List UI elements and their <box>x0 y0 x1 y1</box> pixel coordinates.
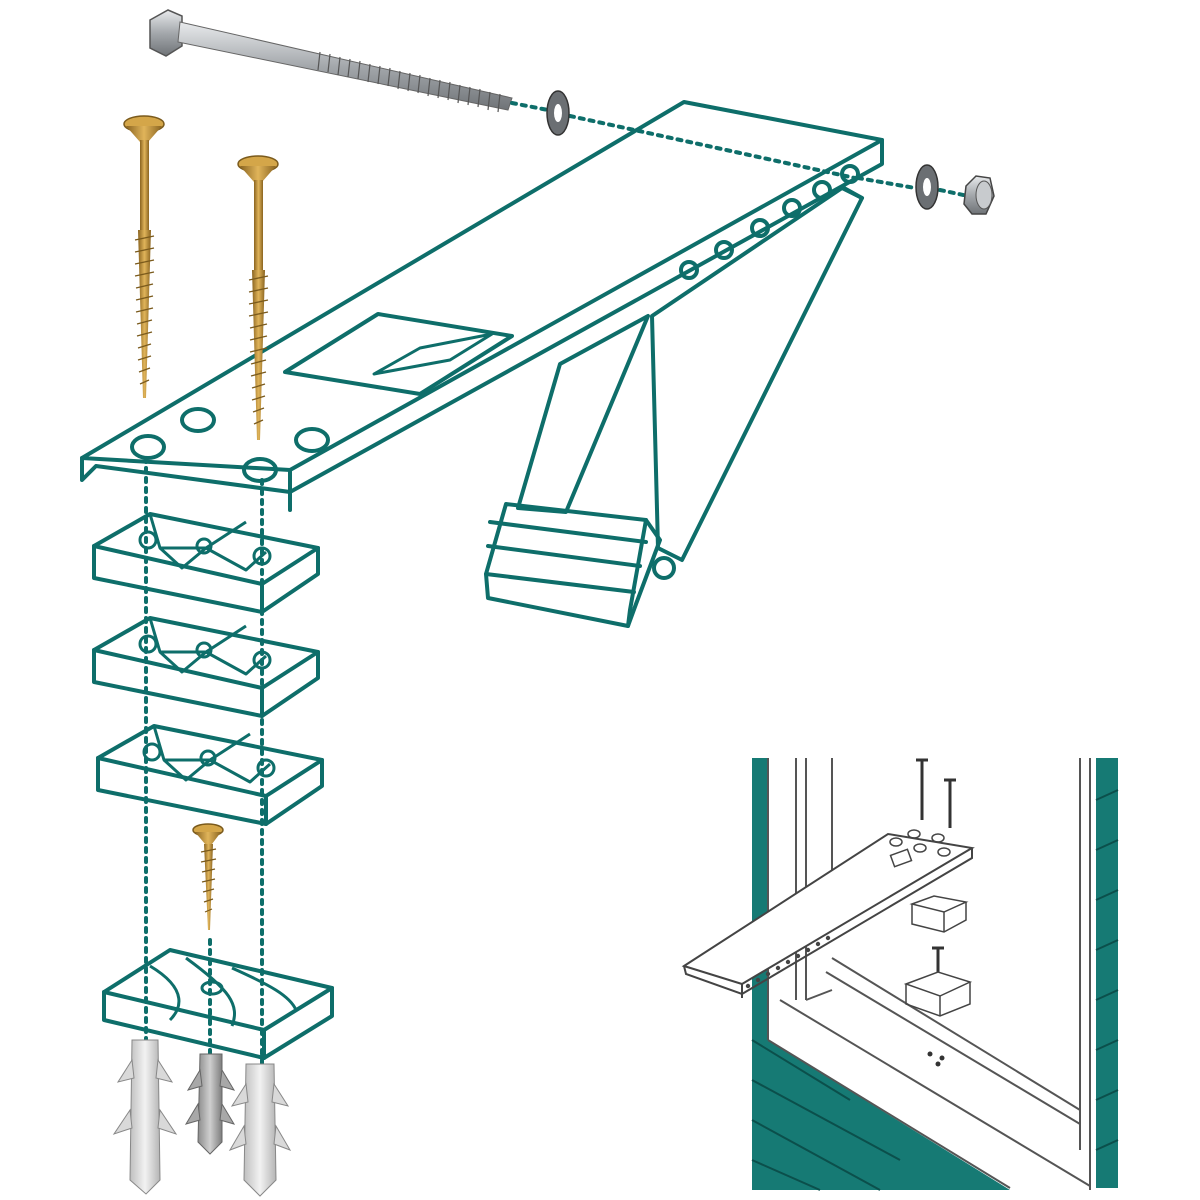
bolt-thread <box>317 51 501 113</box>
mounting-hole <box>180 407 216 433</box>
bolt-guide-line <box>856 176 917 190</box>
washer <box>546 90 570 136</box>
support-bracket <box>80 100 884 628</box>
window-frame <box>767 758 1091 1190</box>
support-arm <box>516 314 650 514</box>
base-block <box>102 948 334 1060</box>
rubber-foot-pad <box>484 502 676 628</box>
leveling-block <box>96 724 324 826</box>
installed-bracket-icon <box>681 758 975 1067</box>
leveling-block <box>92 616 320 718</box>
wall-anchor-plug <box>112 1039 178 1195</box>
lock-nut <box>963 175 995 215</box>
mounting-hole <box>294 427 330 453</box>
short-wood-screw <box>192 823 224 930</box>
mounting-hole <box>130 434 166 460</box>
wall-anchor-plug <box>184 1053 236 1155</box>
bolt-guide-line <box>938 188 970 198</box>
support-arm-side <box>650 186 864 562</box>
label-plate <box>283 312 514 396</box>
adjustment-holes <box>679 164 860 280</box>
wall-anchor-plug <box>228 1063 292 1197</box>
wall-siding-right <box>1095 758 1119 1188</box>
bolt-guide-line <box>510 101 550 112</box>
washer <box>915 164 939 210</box>
long-wood-screw <box>123 115 165 398</box>
wall-siding-bottom <box>751 1010 1010 1191</box>
bolt-guide-line <box>568 114 857 180</box>
long-wood-screw <box>237 155 279 440</box>
installed-view-inset <box>681 758 1119 1191</box>
leveling-block <box>92 512 320 614</box>
long-hex-bolt <box>149 9 513 113</box>
label-slot <box>372 332 494 376</box>
